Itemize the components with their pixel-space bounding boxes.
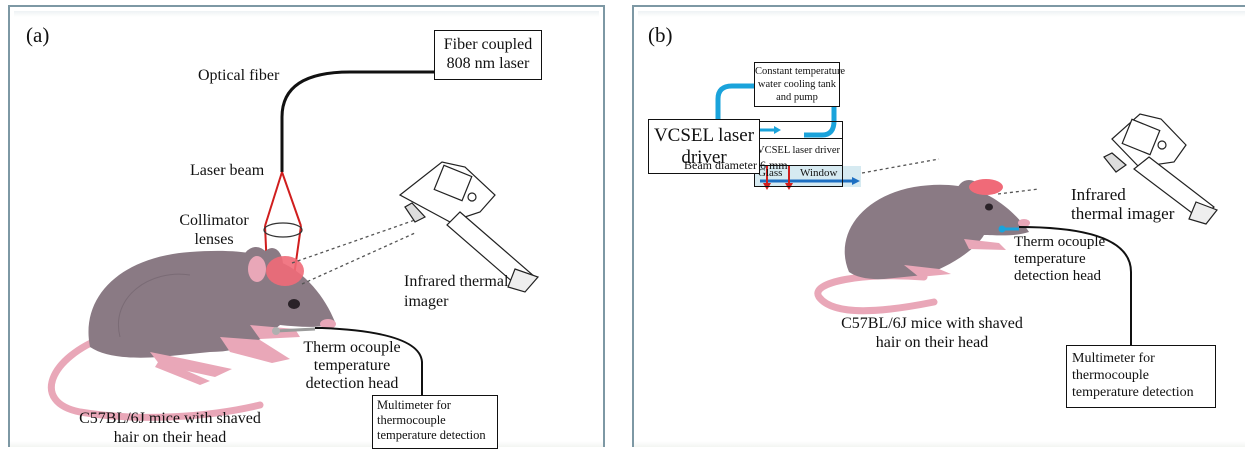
thermal-imager-icon (398, 161, 540, 293)
laser-beam-b (766, 165, 790, 185)
laser-beam-label: Laser beam (190, 162, 265, 179)
glass-window-box: Glass Window (754, 165, 843, 187)
thermocouple-tip (998, 225, 1006, 233)
vcsel-inner-label: VCSEL laser driver (756, 145, 840, 156)
multimeter-box-a: Multimeter for thermocouple temperature … (372, 395, 498, 449)
multimeter-line-3: temperature detection (1072, 385, 1194, 400)
laser-source-box: Fiber coupled 808 nm laser (434, 30, 542, 80)
multimeter-line-1: Multimeter for (1072, 351, 1155, 366)
multimeter-line-2: thermocouple (377, 413, 446, 427)
coolant-flow-arrowhead (774, 126, 781, 134)
laser-box-line-1: Fiber coupled (443, 36, 533, 53)
optical-fiber-line (280, 70, 434, 172)
thermocouple-label-line-2: temperature (1014, 251, 1086, 267)
mouse-front-leg (220, 337, 290, 363)
heated-spot (969, 179, 1003, 195)
cooling-channel-box (754, 121, 843, 139)
panel-b: (b) Constant temperature water cooling t… (632, 5, 1245, 447)
mouse-body (844, 184, 1029, 280)
mouse-caption-line-1: C57BL/6J mice with shaved (841, 315, 1023, 332)
mouse-caption-line-1: C57BL/6J mice with shaved (79, 410, 261, 427)
thermal-imager-label-line-2: thermal imager (1071, 204, 1175, 223)
heated-spot (266, 256, 304, 286)
mouse-hind-foot (155, 359, 210, 385)
mouse-front-paw (964, 239, 1006, 250)
thermocouple-tip (272, 327, 280, 335)
thermal-imager-label-line-1: Infrared thermal (404, 273, 509, 290)
vcsel-driver-line-1: VCSEL laser (653, 125, 755, 146)
beam-diameter-label: Beam diameter 6 mm (684, 158, 788, 172)
mouse-illustration-a (47, 247, 336, 421)
cooling-line-3: and pump (776, 92, 818, 103)
thermocouple-label-line-3: detection head (305, 375, 399, 392)
collimator-label-line-2: lenses (194, 231, 234, 248)
thermocouple-label-line-2: temperature (313, 357, 391, 374)
window-label: Window (800, 167, 838, 179)
panel-bottom-shade (10, 441, 603, 447)
thermal-imager-label-line-1: Infrared (1071, 185, 1126, 204)
thermal-imager-icon (1103, 113, 1218, 225)
mouse-tail (814, 272, 938, 315)
mouse-hind-leg (904, 265, 951, 277)
panel-bottom-shade (634, 441, 1245, 447)
mouse-tail (47, 333, 264, 421)
laser-box-line-2: 808 nm laser (446, 55, 530, 72)
ir-view-lines (861, 158, 1040, 195)
vcsel-driver-box: VCSEL laser driver (648, 119, 760, 174)
ir-view-lines (291, 219, 416, 285)
mouse-caption-line-2: hair on their head (875, 334, 989, 351)
panel-top-shade (638, 11, 1245, 17)
thermocouple-label-line-1: Therm ocouple (1014, 234, 1106, 250)
glass-flow-arrowhead (852, 177, 860, 185)
mouse-ear-inner (248, 256, 266, 282)
thermocouple-label-line-1: Therm ocouple (303, 339, 401, 356)
mouse-nose (1018, 219, 1030, 227)
vcsel-driver-line-2: driver (681, 147, 727, 168)
mouse-nose (320, 319, 336, 329)
mouse-hind-leg (150, 352, 232, 377)
mouse-eye (985, 203, 993, 211)
multimeter-line-3: temperature detection (377, 428, 486, 442)
multimeter-line-2: thermocouple (1072, 368, 1149, 383)
cooling-line-1: Constant temperature (755, 66, 846, 77)
panel-a: (a) Fiber coupled 808 nm laser Optical f… (8, 5, 605, 449)
collimator-label-line-1: Collimator (179, 212, 249, 229)
mouse-caption-line-2: hair on their head (113, 429, 227, 446)
thermocouple-cable (315, 327, 423, 397)
glass-label: Glass (758, 167, 783, 179)
cooling-tank-box: Constant temperature water cooling tank … (754, 62, 846, 107)
mouse-illustration-b (814, 179, 1030, 315)
panel-top-shade (14, 11, 599, 17)
thermocouple-probe (275, 327, 316, 333)
thermal-imager-label-line-2: imager (404, 293, 449, 310)
panel-label-b: (b) (648, 23, 673, 47)
mouse-body-contour (118, 273, 191, 338)
mouse-eye (288, 299, 300, 309)
collimator-lens (263, 222, 303, 238)
thermocouple-label-line-3: detection head (1014, 268, 1102, 284)
panel-a-drawing (47, 70, 540, 421)
multimeter-line-1: Multimeter for (377, 398, 451, 412)
multimeter-box-b: Multimeter for thermocouple temperature … (1066, 345, 1216, 408)
thermocouple-cable (1018, 226, 1132, 346)
optical-fiber-label: Optical fiber (198, 67, 280, 84)
panel-label-a: (a) (26, 23, 50, 47)
cooling-line-2: water cooling tank (757, 79, 837, 90)
